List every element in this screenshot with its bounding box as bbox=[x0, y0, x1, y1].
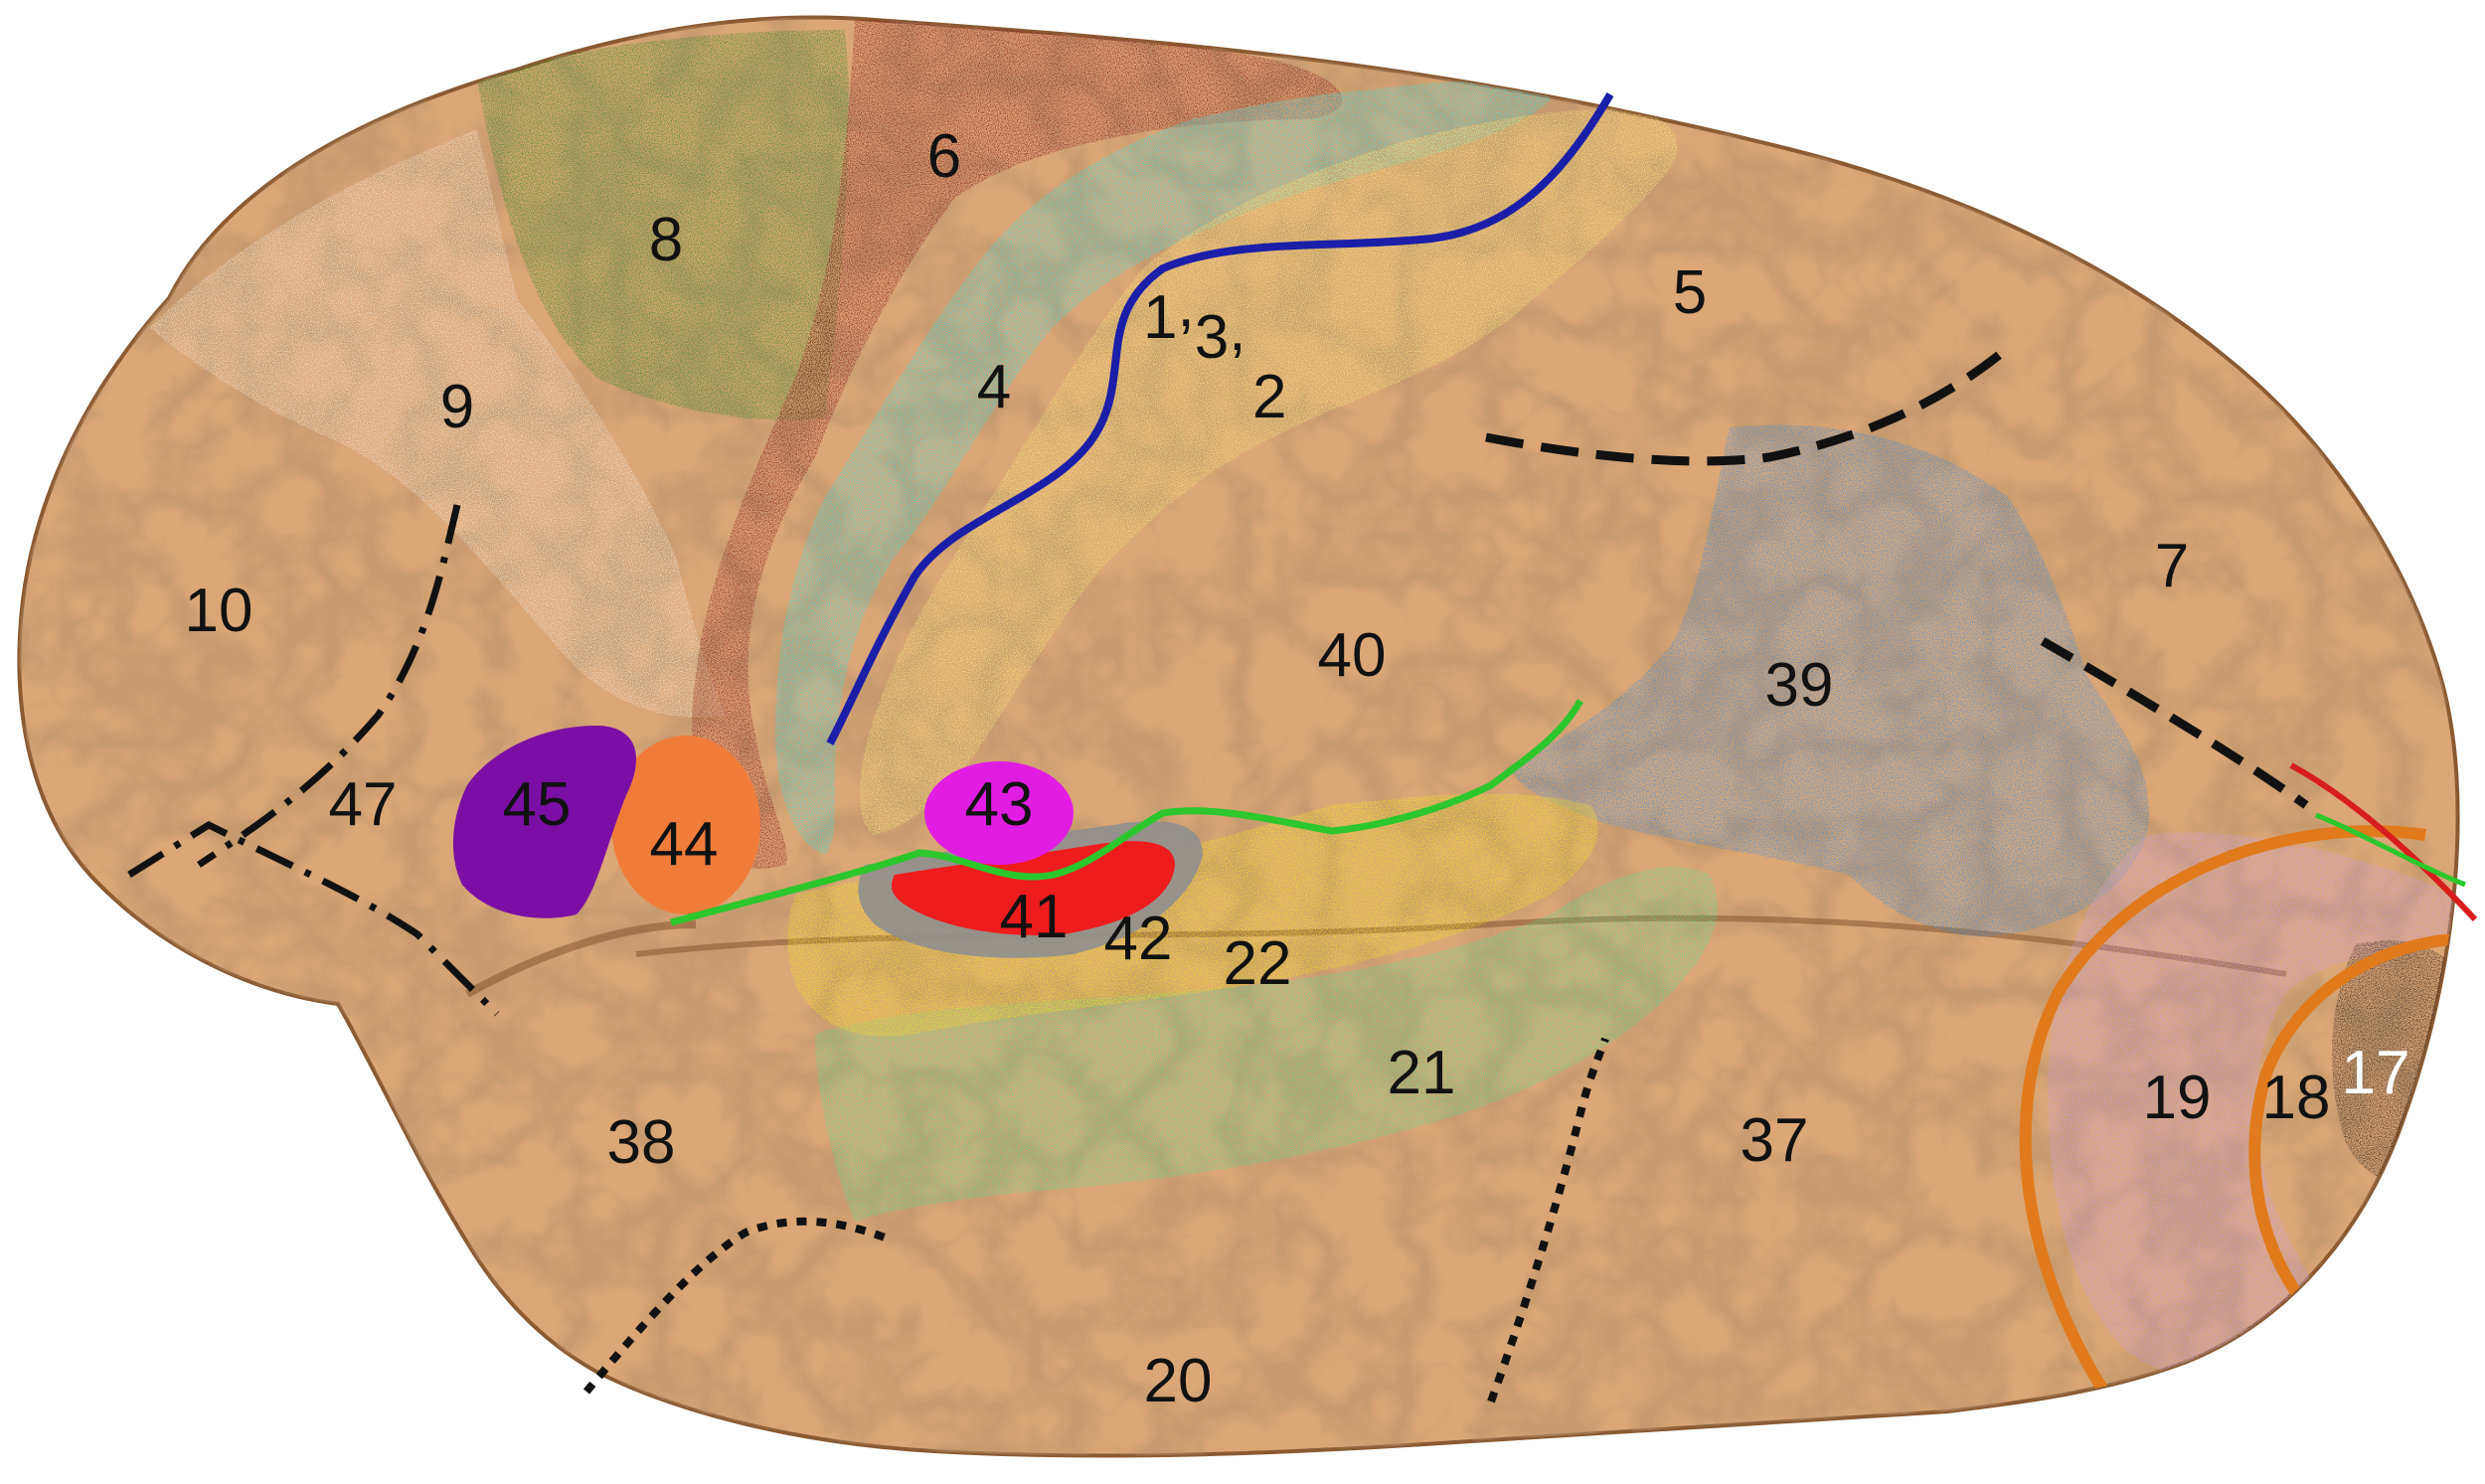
svg-text:19: 19 bbox=[2143, 1064, 2212, 1132]
area-label-21: 21 bbox=[1388, 1039, 1456, 1107]
area-label-19: 19 bbox=[2143, 1064, 2212, 1132]
occipital-arc-inner bbox=[2248, 933, 2456, 1332]
area-45-region bbox=[452, 726, 636, 918]
area-label-22: 22 bbox=[1224, 929, 1292, 998]
svg-text:6: 6 bbox=[927, 122, 961, 191]
area-22-region bbox=[787, 793, 1598, 1037]
dashed-boundaries bbox=[127, 344, 2309, 1403]
svg-text:7: 7 bbox=[2155, 532, 2189, 600]
area-label-18: 18 bbox=[2262, 1064, 2331, 1132]
central-sulcus-line bbox=[826, 91, 1614, 745]
area-9-region bbox=[149, 129, 726, 718]
svg-text:43: 43 bbox=[965, 770, 1034, 839]
area-label-41: 41 bbox=[1000, 883, 1069, 951]
svg-text:8: 8 bbox=[649, 206, 683, 274]
svg-text:5: 5 bbox=[1673, 258, 1707, 327]
area-label-37: 37 bbox=[1740, 1106, 1809, 1175]
svg-text:39: 39 bbox=[1765, 651, 1834, 720]
area-39-region bbox=[1511, 424, 2149, 936]
parieto-occipital-red-line bbox=[2289, 762, 2478, 922]
green-small-line bbox=[2315, 812, 2466, 888]
area-label-47: 47 bbox=[329, 770, 398, 839]
svg-text:37: 37 bbox=[1740, 1106, 1809, 1175]
svg-text:4: 4 bbox=[977, 353, 1011, 421]
area-label-39: 39 bbox=[1765, 651, 1834, 720]
svg-text:9: 9 bbox=[440, 373, 474, 441]
area-label-10: 10 bbox=[185, 577, 253, 645]
area-label-17: 17 bbox=[2342, 1039, 2410, 1107]
area-label-5: 5 bbox=[1673, 258, 1707, 327]
occipital-arc-outer bbox=[2019, 825, 2426, 1455]
area-label-1-3-2: 1,3,2 bbox=[1143, 271, 1286, 431]
area-19-region bbox=[2048, 832, 2458, 1390]
area-label-7: 7 bbox=[2155, 532, 2189, 600]
area-label-6: 6 bbox=[927, 122, 961, 191]
svg-text:21: 21 bbox=[1388, 1039, 1456, 1107]
area-21-region bbox=[815, 867, 1718, 1223]
area-label-40: 40 bbox=[1318, 621, 1387, 690]
area-8-region bbox=[477, 30, 849, 420]
svg-text:18: 18 bbox=[2262, 1064, 2331, 1132]
area-44-region bbox=[611, 736, 760, 914]
area-label-45: 45 bbox=[503, 770, 572, 839]
svg-text:22: 22 bbox=[1224, 929, 1292, 998]
area-label-4: 4 bbox=[977, 353, 1011, 421]
svg-text:38: 38 bbox=[607, 1108, 676, 1177]
area-label-43: 43 bbox=[965, 770, 1034, 839]
svg-text:47: 47 bbox=[329, 770, 398, 839]
area-1-3-2-region bbox=[860, 109, 1678, 835]
area-label-20: 20 bbox=[1144, 1347, 1213, 1415]
svg-text:40: 40 bbox=[1318, 621, 1387, 690]
svg-text:20: 20 bbox=[1144, 1347, 1213, 1415]
svg-text:44: 44 bbox=[650, 810, 719, 879]
area-label-38: 38 bbox=[607, 1108, 676, 1177]
area-6-region bbox=[692, 19, 1343, 870]
svg-text:41: 41 bbox=[1000, 883, 1069, 951]
area-label-9: 9 bbox=[440, 373, 474, 441]
svg-text:42: 42 bbox=[1104, 905, 1173, 973]
area-label-42: 42 bbox=[1104, 905, 1173, 973]
svg-text:17: 17 bbox=[2342, 1039, 2410, 1107]
area-4-region bbox=[775, 81, 1551, 855]
svg-text:45: 45 bbox=[503, 770, 572, 839]
svg-text:10: 10 bbox=[185, 577, 253, 645]
area-label-8: 8 bbox=[649, 206, 683, 274]
area-43-region bbox=[924, 761, 1074, 865]
sylvian-fissure-line bbox=[670, 699, 1584, 926]
area-label-44: 44 bbox=[650, 810, 719, 879]
